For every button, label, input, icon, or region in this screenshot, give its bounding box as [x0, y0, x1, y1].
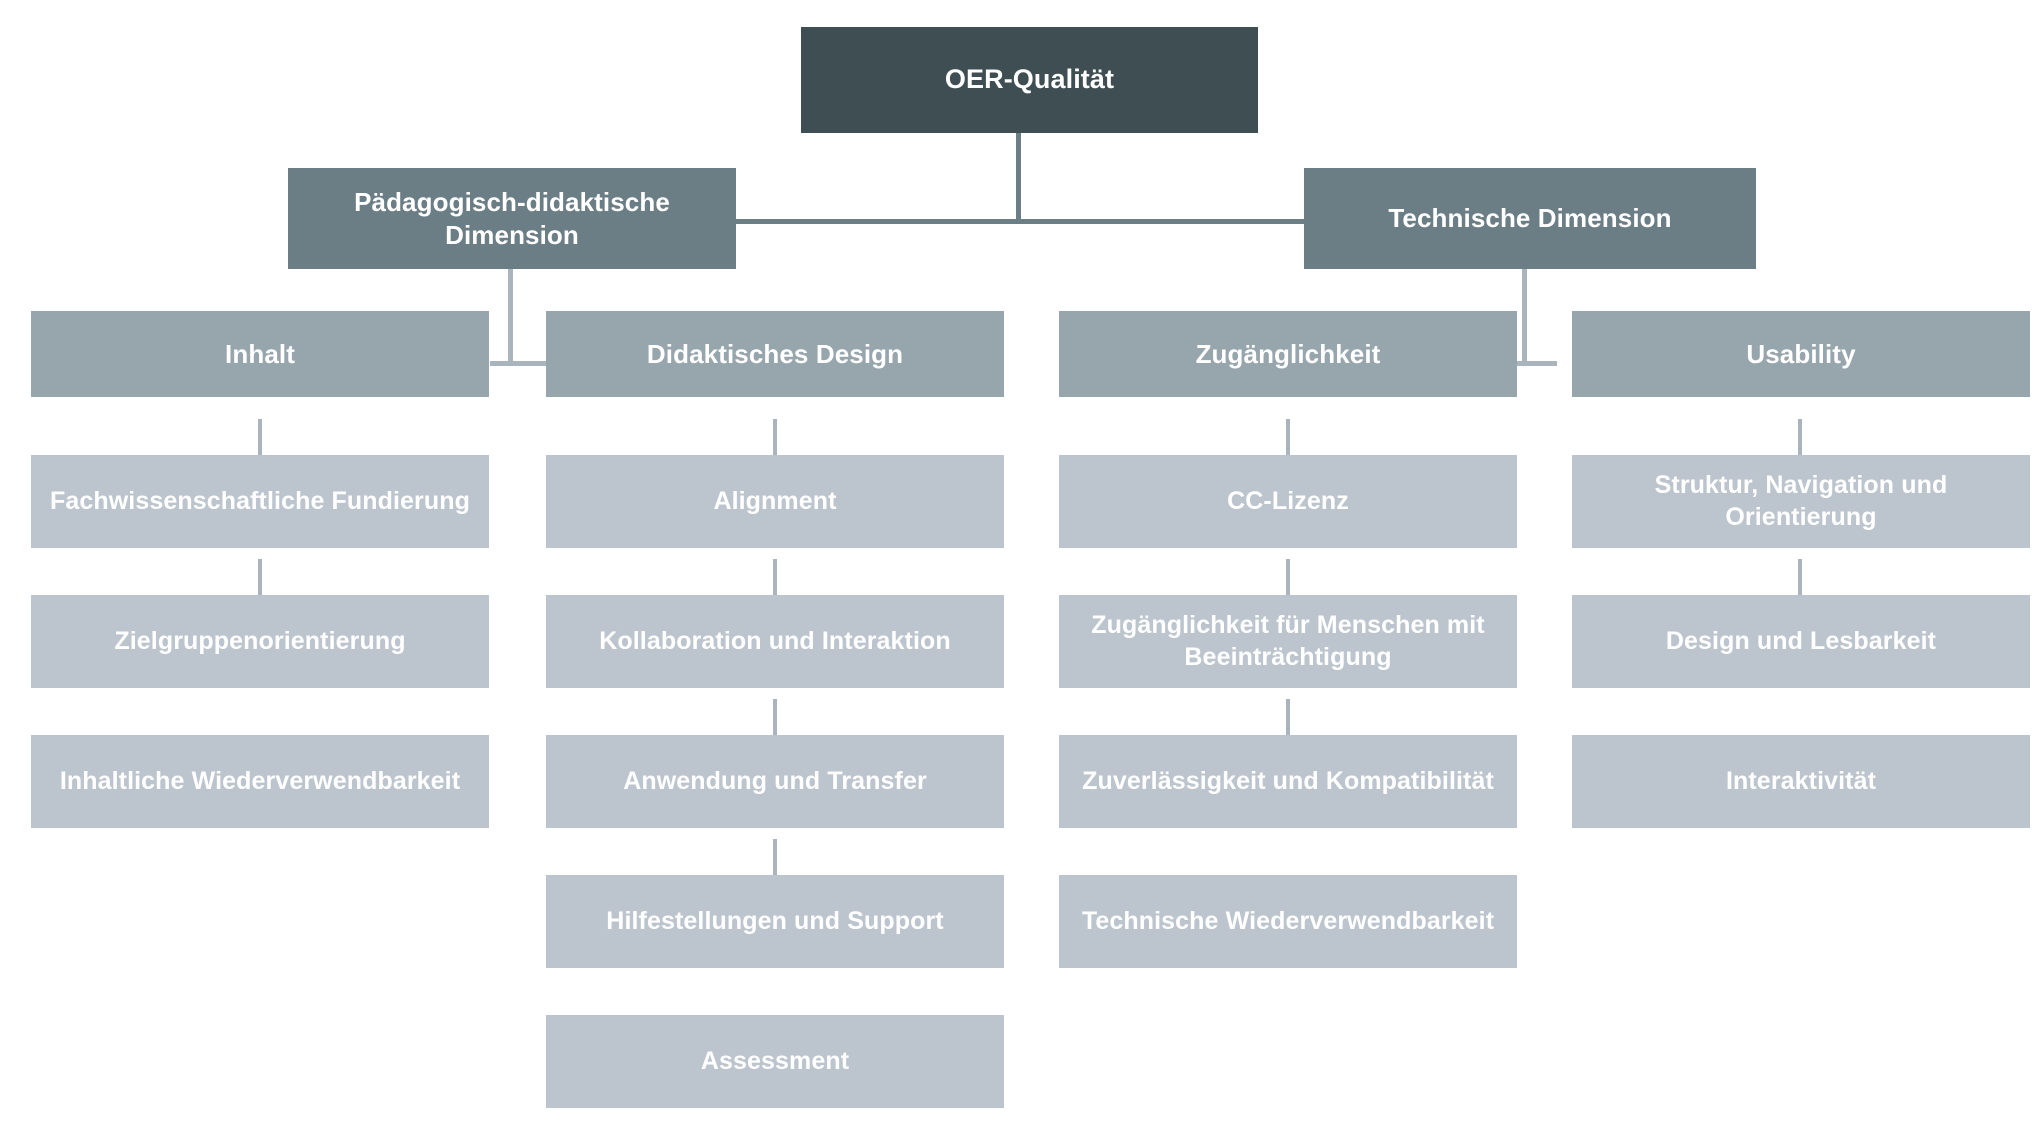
- connector-col4-3: [1798, 559, 1802, 604]
- node-item-fachwissenschaftliche-fundierung[interactable]: Fachwissenschaftliche Fundierung: [31, 455, 489, 548]
- connector-col3-4: [1286, 699, 1290, 744]
- node-dimension-technische[interactable]: Technische Dimension: [1304, 168, 1756, 269]
- node-category-usability[interactable]: Usability: [1572, 311, 2030, 397]
- connector-technische-stem: [1522, 269, 1527, 364]
- node-item-anwendung-und-transfer[interactable]: Anwendung und Transfer: [546, 735, 1004, 828]
- connector-paedagogisch-bus: [490, 361, 546, 366]
- node-item-struktur-navigation-und-orientierung[interactable]: Struktur, Navigation und Orientierung: [1572, 455, 2030, 548]
- connector-col4-2: [1798, 419, 1802, 464]
- connector-col2-2: [773, 419, 777, 464]
- node-item-technische-wiederverwendbarkeit[interactable]: Technische Wiederverwendbarkeit: [1059, 875, 1517, 968]
- node-item-inhaltliche-wiederverwendbarkeit[interactable]: Inhaltliche Wiederverwendbarkeit: [31, 735, 489, 828]
- node-item-kollaboration-und-interaktion[interactable]: Kollaboration und Interaktion: [546, 595, 1004, 688]
- node-item-zuverlaessigkeit-und-kompatibilitaet[interactable]: Zuverlässigkeit und Kompatibilität: [1059, 735, 1517, 828]
- connector-col2-4: [773, 699, 777, 744]
- node-root-oer-qualitaet[interactable]: OER-Qualität: [801, 27, 1258, 133]
- node-item-zugaenglichkeit-fuer-menschen-mit-beeintraechtigung[interactable]: Zugänglichkeit für Menschen mit Beeinträ…: [1059, 595, 1517, 688]
- connector-root-stem: [1016, 133, 1021, 223]
- connector-root-bus: [735, 219, 1305, 224]
- node-dimension-paedagogisch-didaktische[interactable]: Pädagogisch-didaktische Dimension: [288, 168, 736, 269]
- node-item-assessment[interactable]: Assessment: [546, 1015, 1004, 1108]
- node-item-interaktivitaet[interactable]: Interaktivität: [1572, 735, 2030, 828]
- connector-col2-3: [773, 559, 777, 604]
- connector-paedagogisch-stem: [508, 269, 513, 364]
- node-item-hilfestellungen-und-support[interactable]: Hilfestellungen und Support: [546, 875, 1004, 968]
- connector-col3-3: [1286, 559, 1290, 604]
- connector-col2-5: [773, 839, 777, 884]
- node-item-alignment[interactable]: Alignment: [546, 455, 1004, 548]
- node-item-cc-lizenz[interactable]: CC-Lizenz: [1059, 455, 1517, 548]
- connector-col1-3: [258, 559, 262, 604]
- node-category-inhalt[interactable]: Inhalt: [31, 311, 489, 397]
- connector-col1-2: [258, 419, 262, 464]
- node-category-zugaenglichkeit[interactable]: Zugänglichkeit: [1059, 311, 1517, 397]
- node-item-zielgruppenorientierung[interactable]: Zielgruppenorientierung: [31, 595, 489, 688]
- node-category-didaktisches-design[interactable]: Didaktisches Design: [546, 311, 1004, 397]
- connector-col3-2: [1286, 419, 1290, 464]
- connector-technische-bus: [1495, 361, 1557, 366]
- node-item-design-und-lesbarkeit[interactable]: Design und Lesbarkeit: [1572, 595, 2030, 688]
